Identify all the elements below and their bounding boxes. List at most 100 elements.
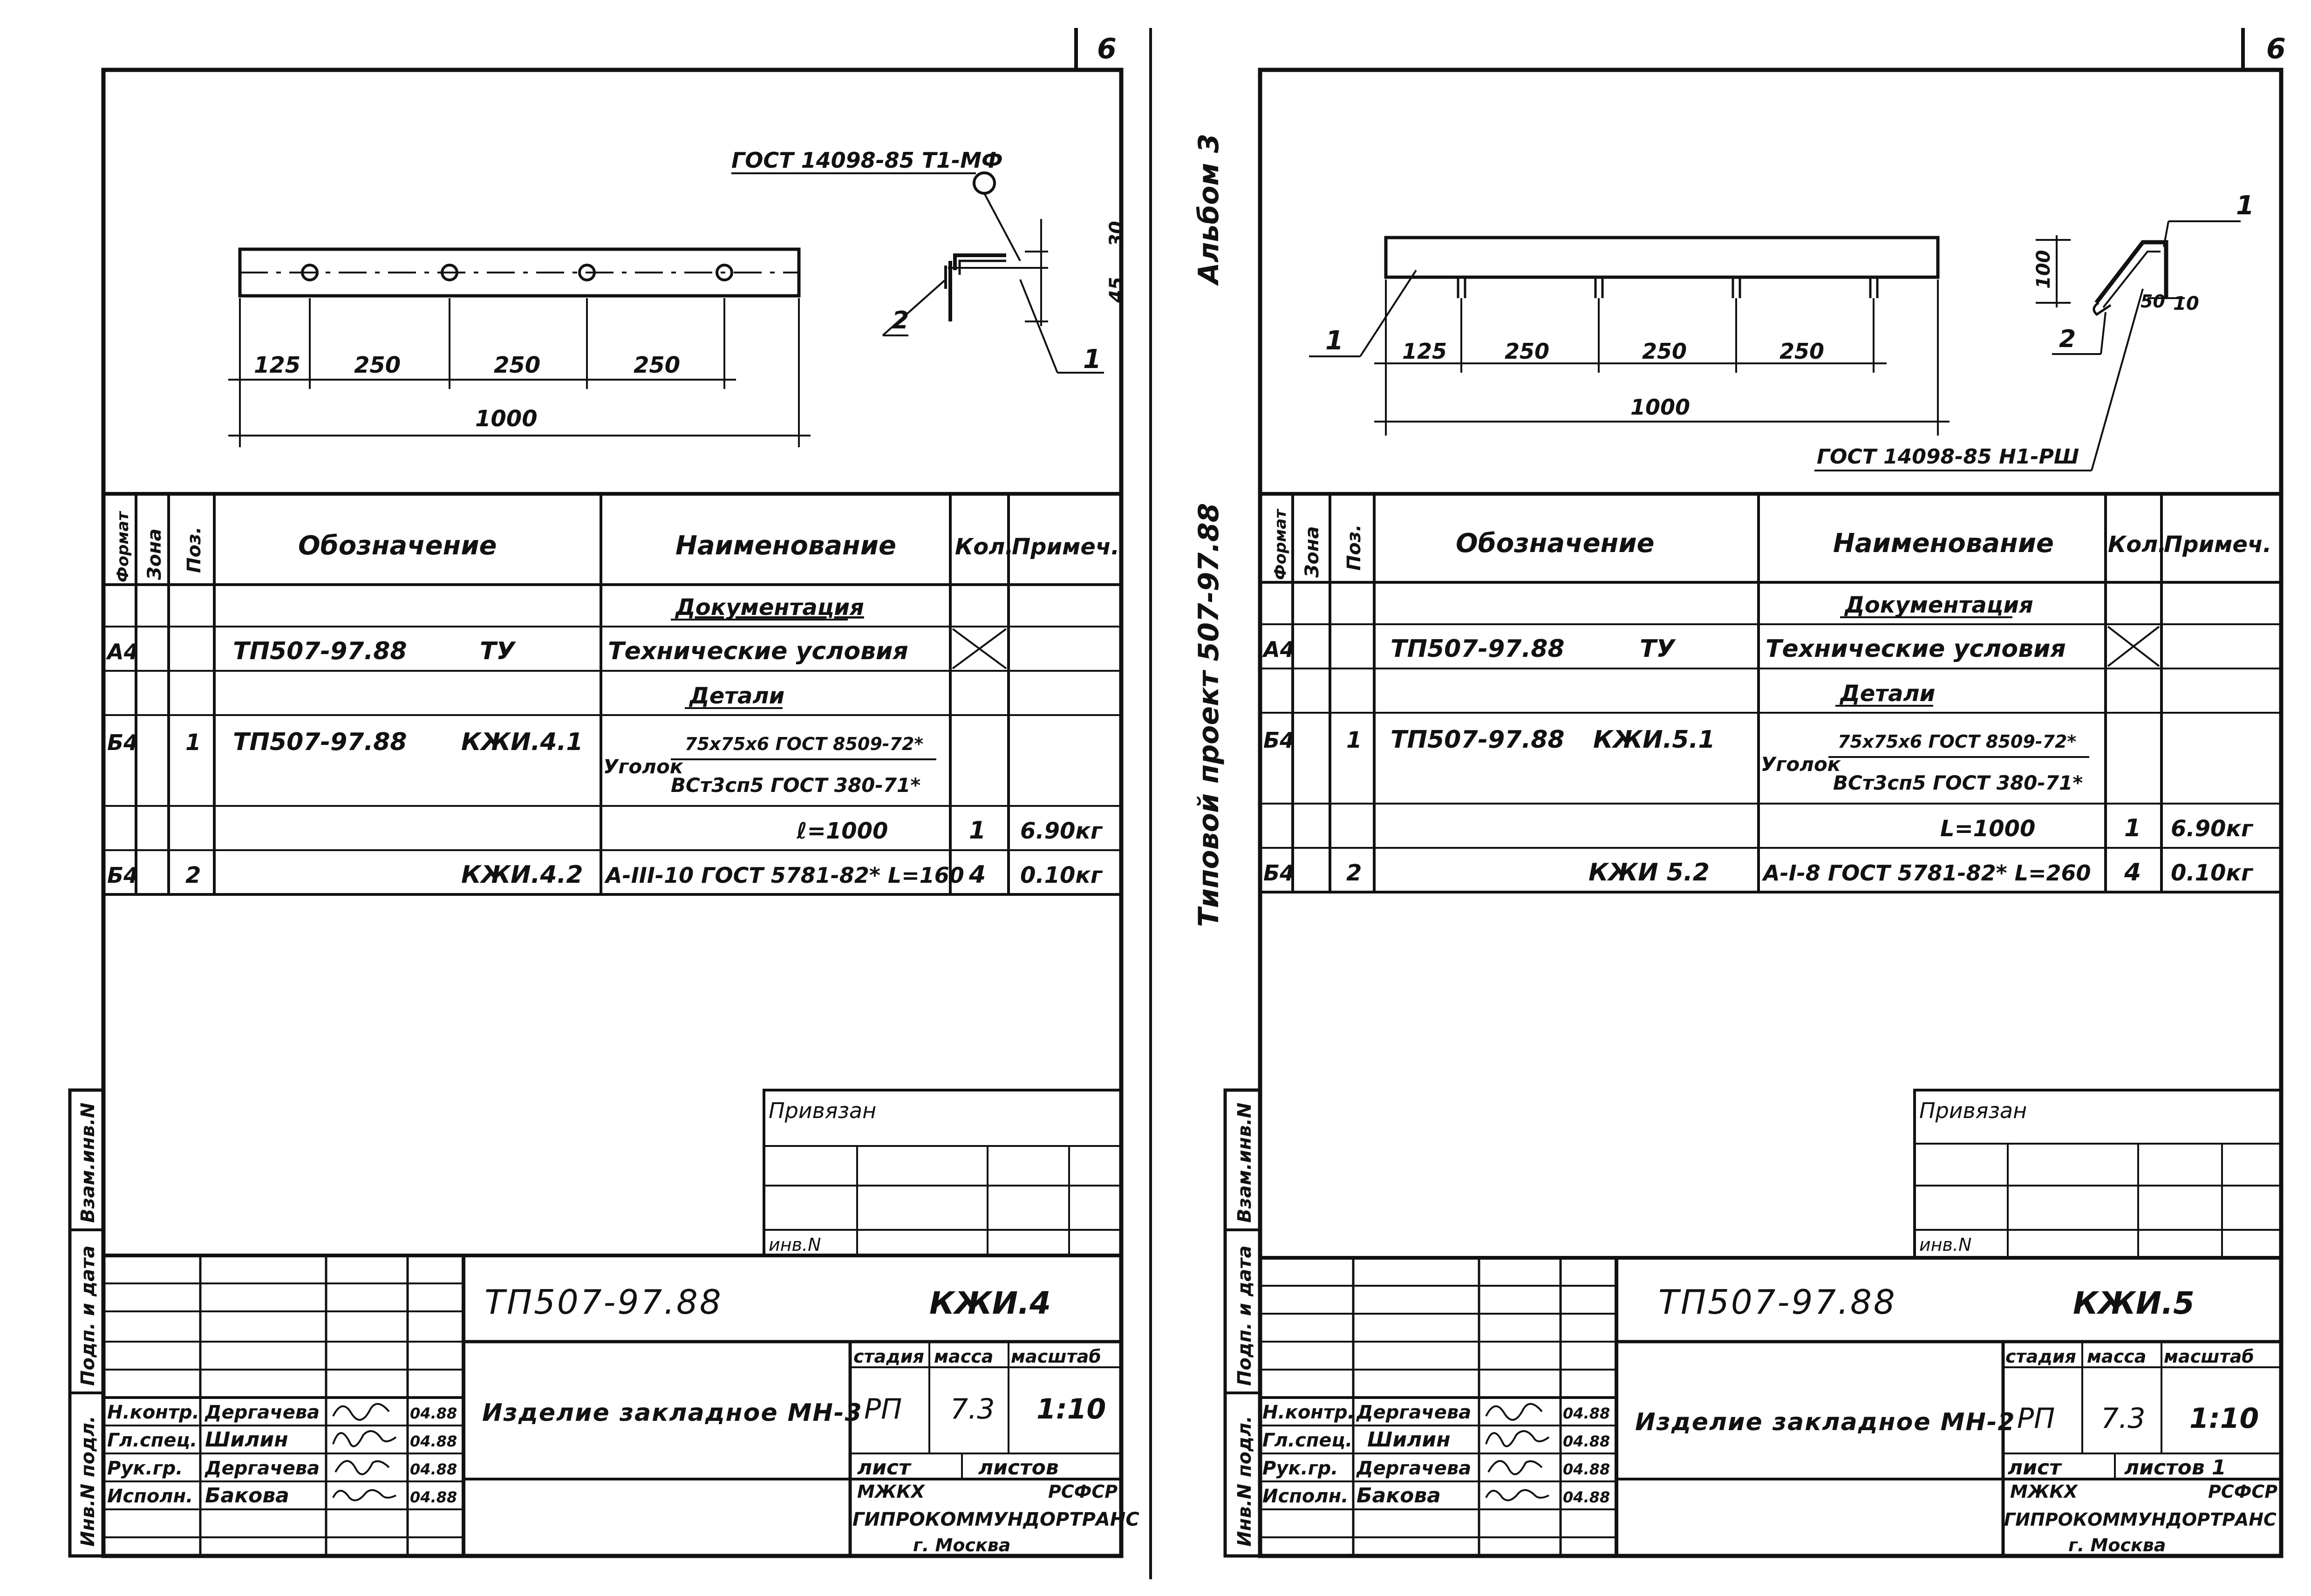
row1-format: А4 bbox=[1262, 637, 1295, 662]
mass-value: 7.3 bbox=[950, 1393, 995, 1425]
date-chief-specialist: 04.88 bbox=[410, 1432, 457, 1450]
stage-label: стадия bbox=[2005, 1346, 2076, 1367]
specification-table: Формат Зона Поз. Обозначение Наименовани… bbox=[103, 492, 1121, 896]
sheet-right: 6 Инв.N подл. Подп. и дата Взам.инв.N bbox=[1223, 28, 2286, 1558]
row2-designation-suffix: КЖИ.4.1 bbox=[461, 728, 583, 756]
sheet-frame bbox=[1258, 68, 2284, 1558]
row4-pos: 2 bbox=[185, 862, 201, 888]
name-executor: Бакова bbox=[1357, 1484, 1441, 1507]
stage-value: РП bbox=[2017, 1402, 2055, 1435]
embedded-plate-drawing: 125 250 250 250 1000 30 45 ГОСТ 14098-85… bbox=[228, 148, 1127, 447]
row2-name-steel: ВСт3сп5 ГОСТ 380-71* bbox=[1833, 771, 2083, 794]
dim-250-a: 250 bbox=[1505, 339, 1549, 364]
dim-total: 1000 bbox=[1630, 395, 1690, 420]
row1-name: Технические условия bbox=[1766, 635, 2066, 663]
position-1-label: 1 bbox=[1083, 344, 1101, 375]
header-designation: Обозначение bbox=[1456, 528, 1655, 559]
date-group-lead: 04.88 bbox=[1563, 1460, 1610, 1478]
org-rsfsr: РСФСР bbox=[2208, 1481, 2277, 1502]
dim-125: 125 bbox=[254, 352, 300, 378]
org-city: г. Москва bbox=[2068, 1535, 2166, 1555]
org-institute: ГИПРОКОММУНДОРТРАНС bbox=[2004, 1509, 2277, 1530]
embedded-angle-drawing: 125 250 250 250 1000 1 100 50 10 1 2 bbox=[1309, 191, 2254, 471]
org-city: г. Москва bbox=[913, 1535, 1010, 1555]
mass-label: масса bbox=[934, 1346, 993, 1367]
dim-250-b: 250 bbox=[494, 352, 540, 378]
row4-note: 0.10кг bbox=[1020, 862, 1103, 888]
position-2-label: 2 bbox=[2059, 325, 2076, 353]
section-dim-100: 100 bbox=[2033, 250, 2054, 289]
dim-250-b: 250 bbox=[1642, 339, 1687, 364]
header-format: Формат bbox=[114, 511, 132, 582]
lists-label: листов 1 bbox=[2124, 1456, 2226, 1480]
header-zone: Зона bbox=[144, 528, 165, 580]
header-qty: Кол. bbox=[2108, 532, 2167, 558]
row1-designation: ТП507-97.88 bbox=[1391, 635, 1565, 663]
project-code: ТП507-97.88 bbox=[484, 1282, 723, 1322]
section-dim-30: 30 bbox=[1106, 221, 1127, 247]
scale-value: 1:10 bbox=[1036, 1393, 1106, 1425]
row1-name: Технические условия bbox=[608, 637, 908, 665]
position-1-section-label: 1 bbox=[2236, 191, 2254, 221]
row4-qty: 4 bbox=[968, 861, 986, 889]
row2-name-steel: ВСт3сп5 ГОСТ 380-71* bbox=[671, 774, 920, 797]
section-details: Детали bbox=[1839, 681, 1935, 707]
row4-pos: 2 bbox=[1346, 860, 1362, 886]
signature-1 bbox=[332, 1403, 390, 1421]
binding-label: Привязан bbox=[769, 1098, 876, 1123]
title-block: Н.контр. Дергачева 04.88 Гл.спец. Шилин … bbox=[103, 1254, 1139, 1556]
weld-gost-callout: ГОСТ 14098-85 Н1-РШ bbox=[1817, 445, 2079, 469]
role-executor: Исполн. bbox=[1262, 1486, 1348, 1507]
section-dim-10: 10 bbox=[2173, 293, 2199, 314]
section-details: Детали bbox=[689, 683, 784, 709]
dim-250-a: 250 bbox=[354, 352, 401, 378]
inventory-label: инв.N bbox=[1919, 1235, 1971, 1255]
row2-format: Б4 bbox=[1263, 728, 1295, 753]
signature-1 bbox=[1485, 1403, 1543, 1421]
role-group-lead: Рук.гр. bbox=[1262, 1458, 1338, 1479]
scale-label: масштаб bbox=[1011, 1346, 1101, 1367]
row3-length: L=1000 bbox=[1940, 816, 2035, 842]
signature-3 bbox=[334, 1460, 390, 1475]
binding-block: Привязан инв.N bbox=[763, 1089, 1123, 1257]
scale-label: масштаб bbox=[2164, 1346, 2254, 1367]
row4-format: Б4 bbox=[1263, 860, 1295, 886]
date-norm-control: 04.88 bbox=[410, 1405, 457, 1422]
row2-name: Уголок bbox=[1761, 753, 1841, 776]
row4-name: А-I-8 ГОСТ 5781-82* L=260 bbox=[1762, 860, 2091, 886]
row2-name: Уголок bbox=[603, 755, 684, 778]
item-name: Изделие закладное МН-3 bbox=[482, 1399, 863, 1427]
dim-125: 125 bbox=[1402, 339, 1447, 364]
row4-designation: КЖИ 5.2 bbox=[1588, 859, 1710, 887]
name-group-lead: Дергачева bbox=[1356, 1458, 1471, 1479]
side-label-sign: Подп. и дата bbox=[77, 1246, 99, 1386]
inventory-label: инв.N bbox=[769, 1235, 821, 1255]
dim-total: 1000 bbox=[475, 406, 538, 432]
header-name: Наименование bbox=[1833, 528, 2054, 559]
header-format: Формат bbox=[1271, 508, 1290, 580]
lists-label: листов bbox=[978, 1456, 1059, 1480]
row2-name-profile: 75х75х6 ГОСТ 8509-72* bbox=[685, 734, 923, 754]
row4-designation: КЖИ.4.2 bbox=[461, 861, 583, 889]
date-executor: 04.88 bbox=[410, 1488, 457, 1506]
sheet-code: КЖИ.4 bbox=[929, 1285, 1051, 1321]
project-code: ТП507-97.88 bbox=[1658, 1282, 1897, 1322]
role-norm-control: Н.контр. bbox=[1262, 1402, 1355, 1423]
header-note: Примеч. bbox=[2164, 532, 2271, 558]
side-label-replace: Взам.инв.N bbox=[77, 1103, 99, 1223]
org-ministry: МЖКХ bbox=[2010, 1481, 2078, 1502]
date-chief-specialist: 04.88 bbox=[1563, 1432, 1610, 1450]
side-label-inv: Инв.N подл. bbox=[1234, 1416, 1255, 1547]
row4-note: 0.10кг bbox=[2171, 860, 2254, 886]
row2-designation-suffix: КЖИ.5.1 bbox=[1593, 726, 1715, 754]
side-label-replace: Взам.инв.N bbox=[1234, 1103, 1255, 1223]
header-name: Наименование bbox=[675, 531, 896, 561]
org-institute: ГИПРОКОММУНДОРТРАНС bbox=[852, 1509, 1139, 1530]
role-executor: Исполн. bbox=[107, 1486, 193, 1507]
mass-value: 7.3 bbox=[2101, 1402, 2145, 1435]
name-norm-control: Дергачева bbox=[204, 1402, 320, 1423]
row3-note: 6.90кг bbox=[1020, 818, 1103, 844]
org-rsfsr: РСФСР bbox=[1048, 1481, 1118, 1502]
row2-name-profile: 75х75х6 ГОСТ 8509-72* bbox=[1838, 731, 2076, 752]
